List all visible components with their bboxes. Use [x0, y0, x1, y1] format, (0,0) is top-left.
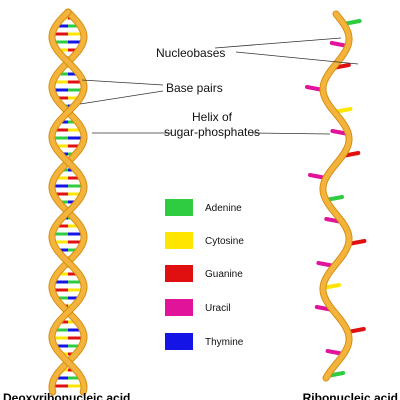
base-color-legend: Adenine Cytosine Guanine Uracil Thymine	[165, 199, 244, 350]
legend-label-adenine: Adenine	[205, 203, 242, 214]
annotation-leader-lines	[79, 37, 359, 135]
rna-nucleobases	[305, 19, 367, 378]
leader-nucleobases-2	[235, 51, 359, 65]
leader-base-pairs-2	[79, 90, 164, 105]
dna-double-helix	[48, 8, 88, 396]
leader-helix-right	[251, 132, 331, 135]
dna-backbone-strand-1	[49, 9, 87, 395]
legend-swatch-cytosine	[165, 232, 193, 249]
legend-label-thymine: Thymine	[205, 337, 244, 348]
legend-swatch-guanine	[165, 265, 193, 282]
legend-label-guanine: Guanine	[205, 269, 243, 280]
leader-nucleobases-1	[214, 37, 342, 49]
leader-base-pairs-1	[81, 79, 164, 86]
caption-rna: Ribonucleic acid	[303, 391, 398, 400]
legend-label-uracil: Uracil	[205, 303, 231, 314]
label-nucleobases: Nucleobases	[156, 46, 225, 60]
caption-dna: Deoxyribonucleic acid	[3, 391, 130, 400]
label-helix-line1: Helix of	[192, 110, 233, 124]
legend-swatch-thymine	[165, 333, 193, 350]
legend-label-cytosine: Cytosine	[205, 236, 244, 247]
rna-backbone-strand	[320, 11, 352, 381]
legend-swatch-uracil	[165, 299, 193, 316]
label-base-pairs: Base pairs	[166, 81, 223, 95]
label-helix-line2: sugar-phosphates	[164, 125, 260, 139]
rna-single-strand	[305, 10, 367, 382]
legend-swatch-adenine	[165, 199, 193, 216]
dna-backbone-strand-2	[49, 9, 87, 395]
